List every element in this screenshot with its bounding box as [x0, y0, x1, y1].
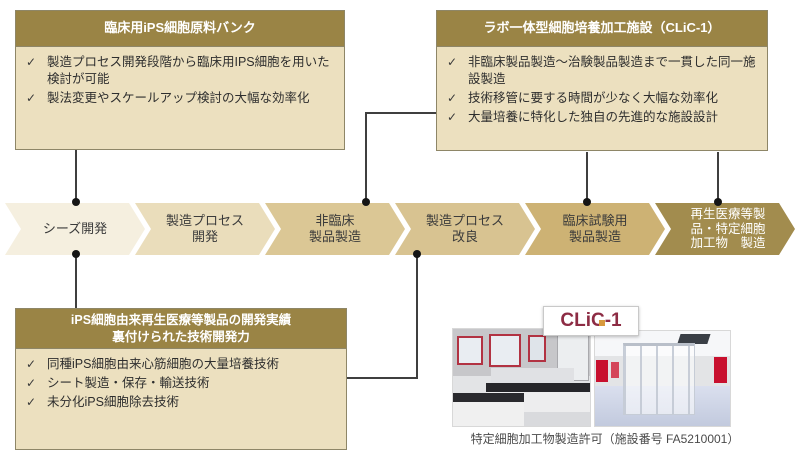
connector-facility-to-step5 [586, 152, 588, 203]
box-development-record: iPS細胞由来再生医療等製品の開発実績 裏付けられた技術開発力 ✓ 同種iPS細胞… [15, 308, 347, 450]
photo-caption: 特定細胞加工物製造許可（施設番号 FA5210001） [470, 432, 740, 446]
connector-step1-to-record [75, 254, 77, 308]
box-clinical-ips-bank: 臨床用iPS細胞原料バンク ✓ 製造プロセス開発段階から臨床用IPS細胞を用いた検… [15, 10, 345, 150]
photo-red-panel [713, 356, 728, 384]
process-step-label: 非臨床製品製造 [308, 212, 361, 244]
box-clic-facility-title: ラボ一体型細胞培養加工施設（CLiC-1） [437, 11, 767, 47]
box-clinical-ips-bank-title: 臨床用iPS細胞原料バンク [16, 11, 344, 47]
logo-text-prefix: CLi [560, 310, 591, 331]
check-item-text: 同種iPS細胞由来心筋細胞の大量培養技術 [47, 357, 279, 371]
process-step-1: シーズ開発 [5, 203, 145, 255]
check-item: ✓ 製造プロセス開発段階から臨床用IPS細胞を用いた検討が可能 [24, 54, 334, 88]
process-flow: シーズ開発 製造プロセス開発 非臨床製品製造 製造プロセス改良 臨床試験用製品製造 再生医… [0, 203, 800, 255]
box-title-line2: 裏付けられた技術開発力 [112, 329, 250, 344]
logo-cube-icon [598, 320, 605, 326]
check-icon: ✓ [447, 55, 458, 69]
check-item: ✓ 製法変更やスケールアップ検討の大幅な効率化 [24, 90, 334, 107]
photo-window [457, 335, 484, 365]
process-step-6: 再生医療等製品・特定細胞加工物 製造 [655, 203, 795, 255]
dot-step3-top [362, 198, 370, 206]
check-item-text: 大量培養に特化した独自の先進的な施設設計 [468, 109, 719, 124]
dot-step1-top [72, 198, 80, 206]
process-step-4: 製造プロセス改良 [395, 203, 535, 255]
check-icon: ✓ [447, 109, 458, 124]
check-item-text: 非臨床製品製造～治験製品製造まで一貫した同一施設製造 [468, 55, 756, 86]
process-step-label: 製造プロセス開発 [165, 212, 244, 244]
box-development-record-title: iPS細胞由来再生医療等製品の開発実績 裏付けられた技術開発力 [16, 309, 346, 349]
connector-facility-horizontal [365, 112, 436, 114]
connector-facility-to-step3 [365, 112, 367, 203]
lab-interior-photo [452, 328, 591, 427]
connector-record-horizontal [347, 377, 418, 379]
photo-bench [485, 383, 590, 393]
process-step-2: 製造プロセス開発 [135, 203, 275, 255]
connector-step4-vertical [416, 254, 418, 378]
box-title-line1: iPS細胞由来再生医療等製品の開発実績 [70, 313, 292, 328]
dot-step6-top [714, 198, 722, 206]
process-step-5: 臨床試験用製品製造 [525, 203, 665, 255]
box-development-record-body: ✓ 同種iPS細胞由来心筋細胞の大量培養技術 ✓ シート製造・保存・輸送技術 ✓ 未分化i… [16, 349, 346, 419]
check-item-text: 製造プロセス開発段階から臨床用IPS細胞を用いた検討が可能 [47, 55, 330, 86]
check-icon: ✓ [26, 394, 37, 409]
photo-glass-enclosure [623, 343, 695, 415]
check-item-text: 未分化iPS細胞除去技術 [47, 394, 179, 409]
process-step-label: シーズ開発 [42, 220, 108, 236]
connector-bank-to-step1 [75, 150, 77, 203]
photo-equipment [491, 367, 574, 386]
check-icon: ✓ [26, 375, 37, 390]
check-icon: ✓ [26, 357, 37, 371]
photo-window [528, 334, 547, 362]
clic-1-logo: CLiC-1 [543, 306, 639, 336]
check-item-text: 製法変更やスケールアップ検討の大幅な効率化 [47, 90, 310, 105]
box-title-text: 臨床用iPS細胞原料バンク [104, 20, 256, 36]
box-clinical-ips-bank-body: ✓ 製造プロセス開発段階から臨床用IPS細胞を用いた検討が可能 ✓ 製法変更やスケール… [16, 47, 344, 115]
check-item: ✓ 大量培養に特化した独自の先進的な施設設計 [445, 109, 757, 126]
check-item-text: シート製造・保存・輸送技術 [47, 375, 210, 390]
photo-floor [524, 412, 590, 426]
check-item: ✓ 未分化iPS細胞除去技術 [24, 394, 336, 411]
process-step-label: 製造プロセス改良 [425, 212, 504, 244]
check-item-text: 技術移管に要する時間が少なく大幅な効率化 [468, 90, 719, 105]
process-step-label: 再生医療等製品・特定細胞加工物 製造 [690, 206, 766, 251]
photo-red-panel [596, 359, 609, 383]
photo-vent [677, 333, 710, 344]
dot-step1-bottom [72, 250, 80, 258]
dot-step5-top [583, 198, 591, 206]
photo-red-panel [611, 362, 620, 379]
check-item: ✓ 技術移管に要する時間が少なく大幅な効率化 [445, 90, 757, 107]
check-item: ✓ シート製造・保存・輸送技術 [24, 375, 336, 392]
box-title-text: ラボ一体型細胞培養加工施設（CLiC-1） [483, 20, 721, 36]
photo-window [488, 333, 522, 367]
box-clic-facility-body: ✓ 非臨床製品製造～治験製品製造まで一貫した同一施設製造 ✓ 技術移管に要する時間が少… [437, 47, 767, 134]
check-item: ✓ 非臨床製品製造～治験製品製造まで一貫した同一施設製造 [445, 54, 757, 88]
box-clic-facility: ラボ一体型細胞培養加工施設（CLiC-1） ✓ 非臨床製品製造～治験製品製造まで一… [436, 10, 768, 151]
dot-step4-bottom [413, 250, 421, 258]
check-item: ✓ 同種iPS細胞由来心筋細胞の大量培養技術 [24, 356, 336, 373]
photo-bench [453, 393, 525, 402]
check-icon: ✓ [26, 55, 37, 69]
process-step-3: 非臨床製品製造 [265, 203, 405, 255]
logo-text-suffix: -1 [604, 310, 622, 331]
process-step-label: 臨床試験用製品製造 [562, 212, 628, 244]
check-icon: ✓ [447, 90, 458, 105]
cleanroom-photo [594, 330, 731, 427]
photo-cabinets [453, 401, 525, 426]
check-icon: ✓ [26, 90, 37, 105]
connector-facility-to-step6 [717, 152, 719, 203]
